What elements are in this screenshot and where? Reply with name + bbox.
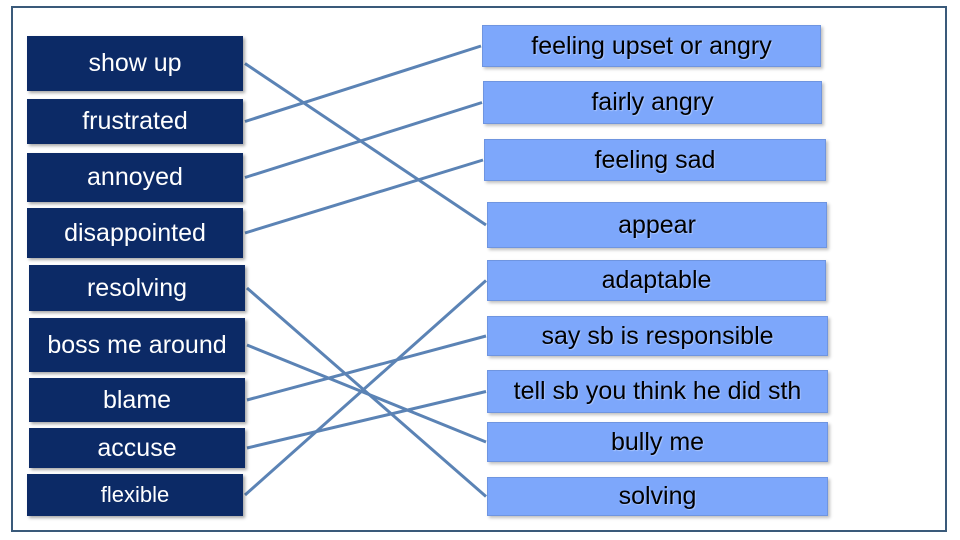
term-label: annoyed [87,163,183,191]
connector-line [246,390,487,450]
definition-box-fairly-angry[interactable]: fairly angry [483,81,822,124]
term-label: resolving [86,273,188,302]
term-label: blame [102,385,172,414]
term-box-flexible[interactable]: flexible [27,474,243,516]
term-box-annoyed[interactable]: annoyed [27,153,243,202]
definition-label: tell sb you think he did sth [513,377,802,405]
connector-line [244,44,482,123]
definition-box-feeling-upset-or-angry[interactable]: feeling upset or angry [482,25,821,67]
term-box-resolving[interactable]: resolving [29,265,245,311]
term-label: boss me around [47,330,227,359]
connector-line [244,101,483,179]
term-box-show-up[interactable]: show up [27,36,243,91]
connector-line [246,343,487,444]
term-box-accuse[interactable]: accuse [29,428,245,468]
definition-box-adaptable[interactable]: adaptable [487,260,826,301]
definition-box-tell-sb-you-think-he-did-sth[interactable]: tell sb you think he did sth [487,370,828,413]
term-label: flexible [100,482,170,507]
term-label: accuse [97,433,177,462]
connector-line [244,62,487,227]
term-label: show up [88,49,182,77]
definition-label: feeling upset or angry [531,31,772,60]
term-box-boss-me-around[interactable]: boss me around [29,318,245,372]
definition-label: feeling sad [594,145,716,174]
term-box-frustrated[interactable]: frustrated [27,99,243,144]
slide-frame [11,6,947,532]
definition-box-say-sb-is-responsible[interactable]: say sb is responsible [487,316,828,356]
term-label: disappointed [64,218,206,247]
term-box-disappointed[interactable]: disappointed [27,208,243,258]
definition-label: adaptable [601,266,712,294]
connector-line [244,279,487,497]
connector-line [246,334,487,402]
term-box-blame[interactable]: blame [29,378,245,422]
term-label: frustrated [82,107,188,135]
definition-label: appear [618,210,696,239]
definition-box-bully-me[interactable]: bully me [487,422,828,462]
definition-box-feeling-sad[interactable]: feeling sad [484,139,826,181]
definition-box-solving[interactable]: solving [487,477,828,516]
definition-box-appear[interactable]: appear [487,202,827,248]
definition-label: bully me [610,427,705,456]
connector-line [244,158,484,235]
definition-label: solving [618,482,697,510]
definition-label: fairly angry [591,88,714,116]
definition-label: say sb is responsible [541,321,774,350]
